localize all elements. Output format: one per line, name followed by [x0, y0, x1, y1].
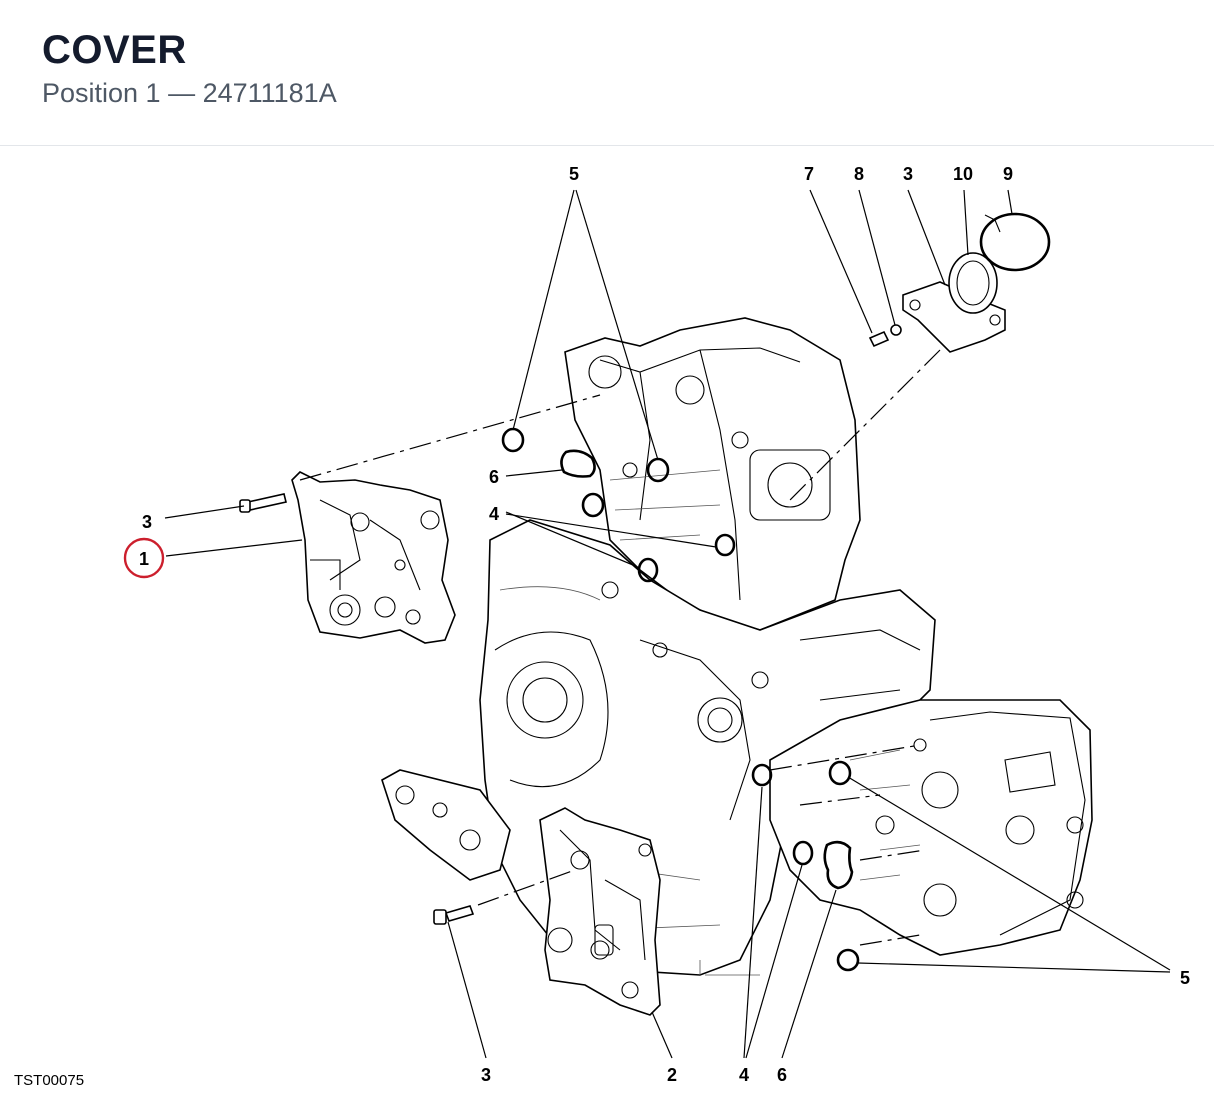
page-title: COVER: [42, 28, 187, 72]
engine-block-drawing: [381, 317, 1093, 976]
callout-8: 8: [854, 164, 864, 184]
leader-lines: [164, 189, 1171, 1059]
page-subtitle: Position 1 — 24711181A: [42, 78, 337, 108]
page-header: COVER Position 1 — 24711181A: [0, 0, 1214, 146]
callout-3-bottom: 3: [481, 1065, 491, 1085]
screw-lower: [433, 905, 475, 925]
assembly-axis-lines: [299, 349, 941, 946]
callout-4-bottom: 4: [739, 1065, 749, 1085]
callout-10: 10: [953, 164, 973, 184]
callout-5-right: 5: [1180, 968, 1190, 988]
callout-6-bottom: 6: [777, 1065, 787, 1085]
callout-9: 9: [1003, 164, 1013, 184]
callout-labels: 5 7 8 3 10 9 3 6 4 5 3 2 4 6: [142, 164, 1190, 1085]
callout-7: 7: [804, 164, 814, 184]
lower-cover-part: [539, 807, 661, 1016]
o-rings: [501, 427, 860, 972]
upper-cover-part: [291, 471, 456, 644]
sheet-code: TST00075: [14, 1072, 85, 1089]
callout-4-middle: 4: [489, 504, 499, 524]
callout-5-top: 5: [569, 164, 579, 184]
highlighted-callout-1[interactable]: 1: [123, 537, 165, 579]
screw-upper: [239, 493, 287, 513]
callout-2: 2: [667, 1065, 677, 1085]
callout-3-left: 3: [142, 512, 152, 532]
callout-6-middle: 6: [489, 467, 499, 487]
intake-flange-drawing: [868, 212, 1051, 353]
highlight-circle: [123, 537, 165, 579]
callout-1: 1: [139, 549, 149, 569]
callout-3-top: 3: [903, 164, 913, 184]
